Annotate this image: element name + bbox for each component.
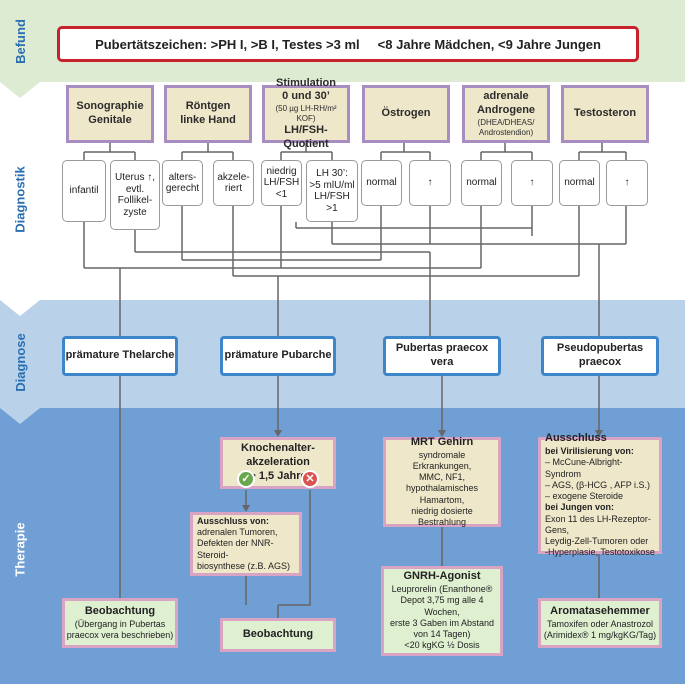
result-testosteron-up: ↑ <box>606 160 648 206</box>
test-testosteron: Testosteron <box>561 85 649 143</box>
therapy-aromatasehemmer: Aromatasehemmer Tamoxifen oder Anastrozo… <box>538 598 662 648</box>
result-infantil: infantil <box>62 160 106 222</box>
result-uterus: Uterus ↑,evtl.Follikel-zyste <box>110 160 160 230</box>
result-testosteron-normal: normal <box>559 160 600 206</box>
result-oestrogen-normal: normal <box>361 160 402 206</box>
therapy-gnrh-agonist: GNRH-Agonist Leuprorelin (Enanthone®Depo… <box>381 566 503 656</box>
result-androgene-normal: normal <box>461 160 502 206</box>
result-altersgerecht: alters-gerecht <box>162 160 203 206</box>
therapy-beobachtung-2: Beobachtung <box>220 618 336 652</box>
therapy-mrt: MRT Gehirn syndromale Erkrankungen,MMC, … <box>383 436 501 527</box>
befund-box: Pubertätszeichen: >PH I, >B I, Testes >3… <box>57 26 639 62</box>
result-oestrogen-up: ↑ <box>409 160 451 206</box>
result-androgene-up: ↑ <box>511 160 553 206</box>
therapy-ausschluss-pseudo: Ausschluss bei Virilisierung von: – McCu… <box>538 432 662 557</box>
diagnose-thelarche: prämature Thelarche <box>62 336 178 376</box>
test-oestrogen: Östrogen <box>362 85 450 143</box>
cross-icon: ✕ <box>301 470 319 488</box>
diagnose-pubarche: prämature Pubarche <box>220 336 336 376</box>
result-akzeleriert: akzele-riert <box>213 160 254 206</box>
check-icon: ✓ <box>237 470 255 488</box>
therapy-ausschluss-adrenal: Ausschluss von: adrenalen Tumoren,Defekt… <box>190 512 302 576</box>
